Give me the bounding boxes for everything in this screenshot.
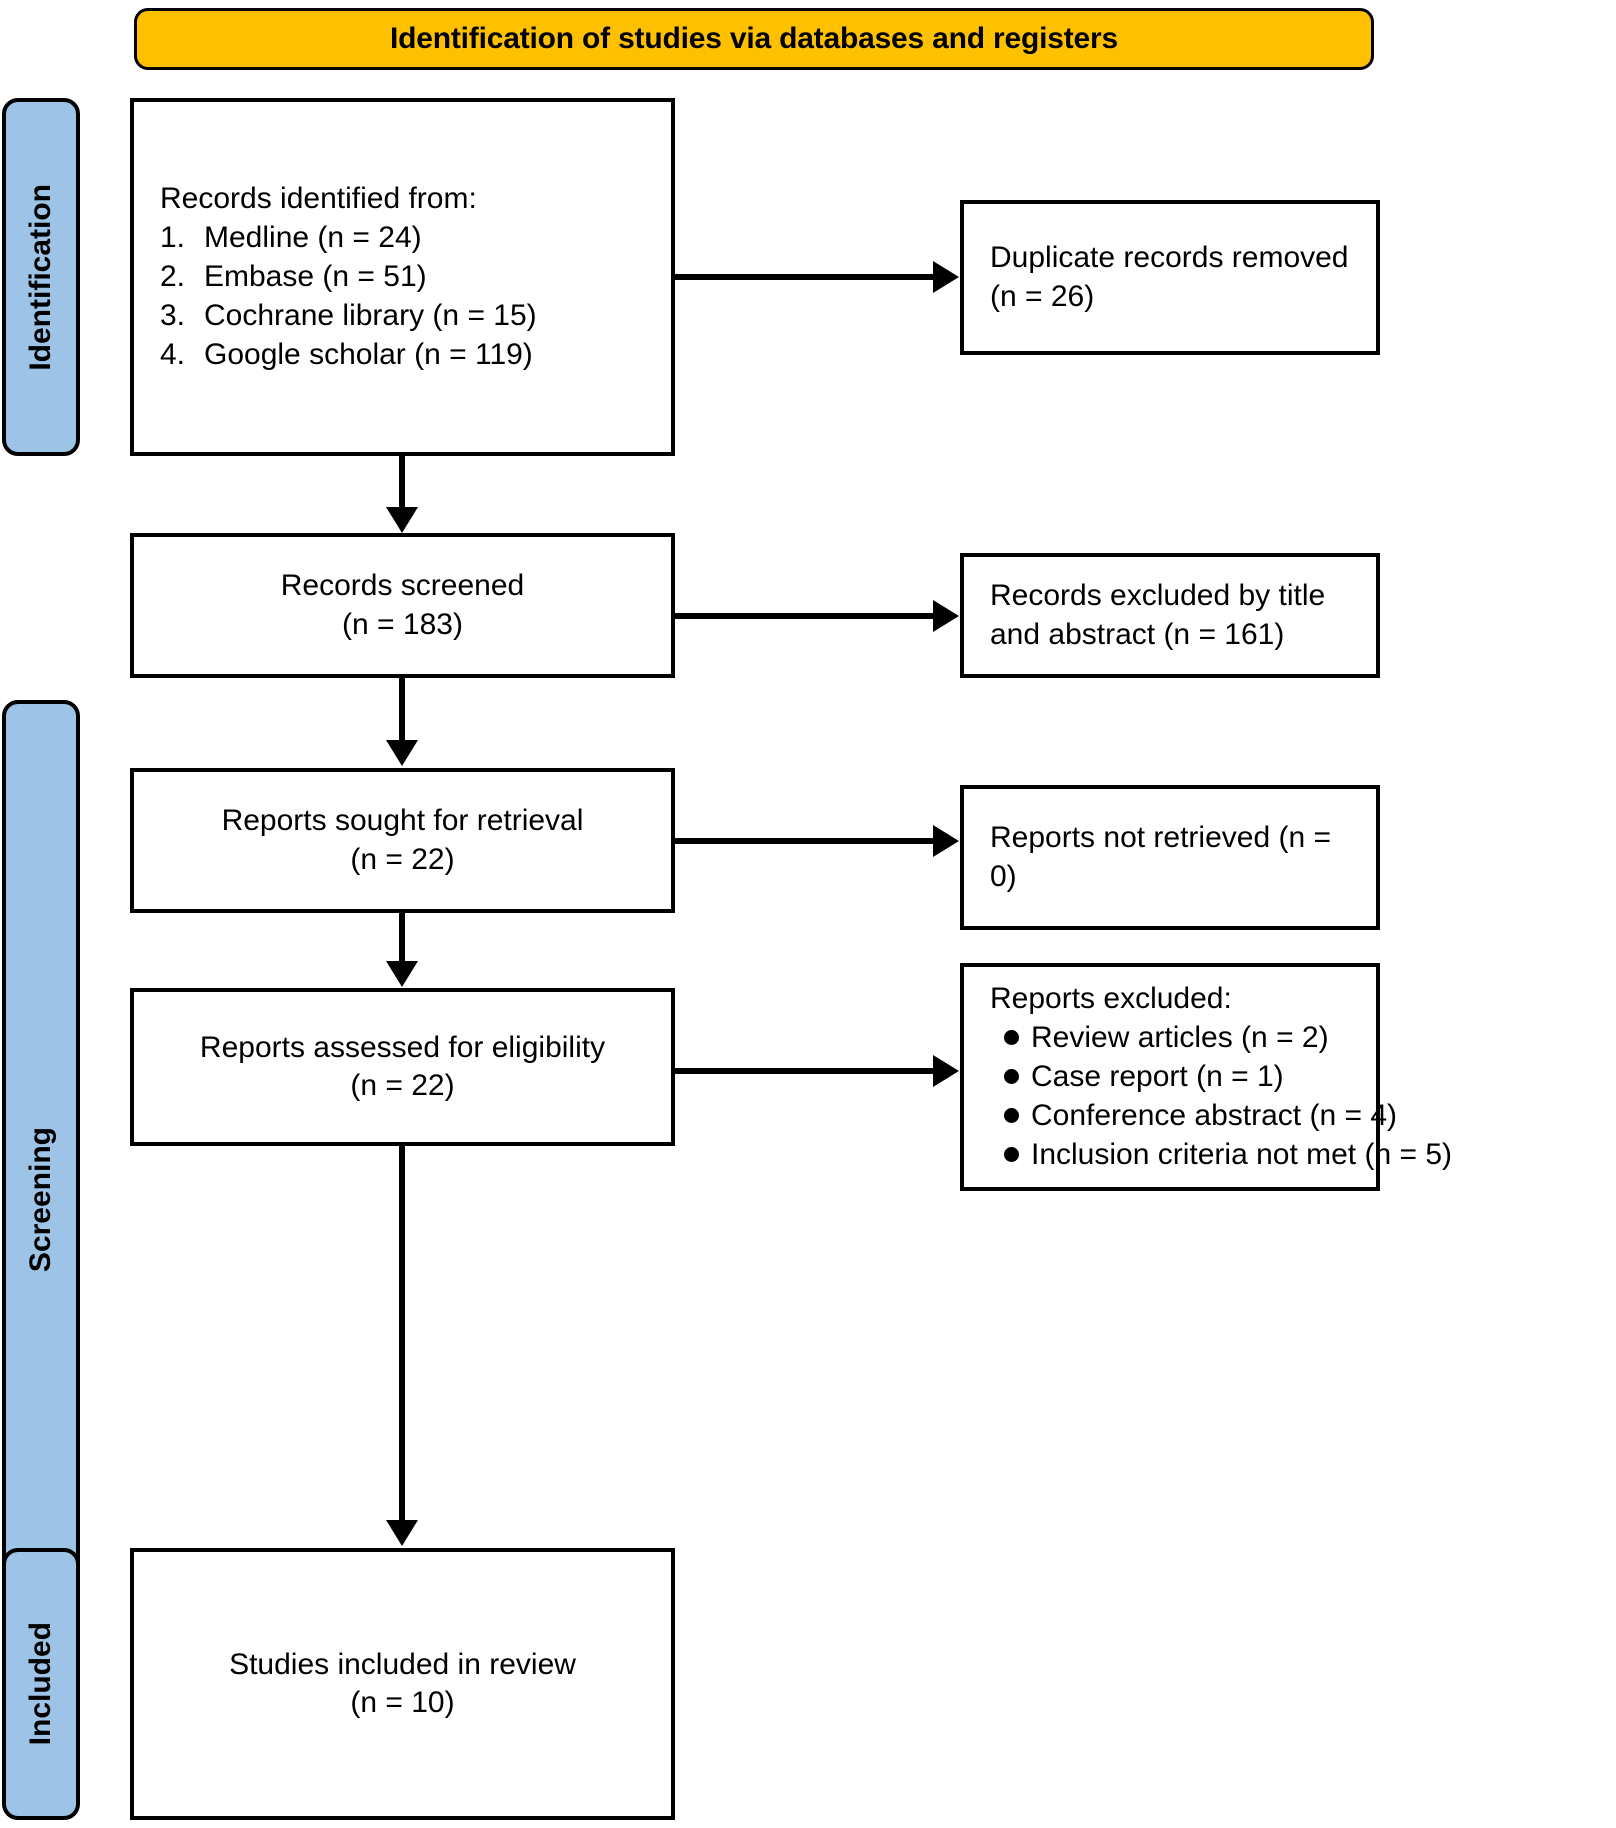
exclusion-reason-item: Conference abstract (n = 4) <box>990 1096 1397 1135</box>
exclusion-reason-item: Case report (n = 1) <box>990 1057 1350 1096</box>
arrowhead-assessed-to-included <box>386 1520 418 1546</box>
stage-label-screening: Screening <box>2 700 80 1700</box>
arrowhead-identified-to-duplicates <box>933 261 959 293</box>
records-identified-heading: Records identified from: <box>160 181 477 215</box>
connector-assessed-to-reports-excluded <box>675 1068 933 1074</box>
box-records-screened: Records screened (n = 183) <box>130 533 675 678</box>
arrowhead-screened-to-sought <box>386 740 418 766</box>
connector-screened-to-excluded <box>675 613 933 619</box>
reports-sought-count: (n = 22) <box>350 842 455 876</box>
connector-identified-to-duplicates <box>675 274 933 280</box>
diagram-title: Identification of studies via databases … <box>390 22 1118 55</box>
diagram-title-banner: Identification of studies via databases … <box>134 8 1374 70</box>
source-item: 4. Google scholar (n = 119) <box>160 335 645 374</box>
arrowhead-assessed-to-reports-excluded <box>933 1055 959 1087</box>
exclusion-reason-label: Review articles (n = 2) <box>1031 1021 1329 1055</box>
exclusion-reason-label: Inclusion criteria not met (n = 5) <box>1031 1138 1453 1172</box>
duplicate-records-text: Duplicate records removed (n = 26) <box>990 241 1357 313</box>
stage-label-screening-text: Screening <box>24 1127 57 1273</box>
exclusion-reason-item: Inclusion criteria not met (n = 5) <box>990 1135 1452 1174</box>
source-label: Cochrane library (n = 15) <box>204 299 537 333</box>
source-item: 3. Cochrane library (n = 15) <box>160 296 645 335</box>
source-item: 1. Medline (n = 24) <box>160 218 645 257</box>
source-label: Google scholar (n = 119) <box>204 338 533 372</box>
source-label: Medline (n = 24) <box>204 221 422 255</box>
stage-label-identification-text: Identification <box>24 183 57 371</box>
studies-included-count: (n = 10) <box>350 1686 455 1719</box>
source-number: 2. <box>160 260 186 294</box>
bullet-icon <box>1004 1108 1019 1124</box>
bullet-icon <box>1004 1030 1019 1046</box>
box-reports-not-retrieved: Reports not retrieved (n = 0) <box>960 785 1380 930</box>
arrowhead-sought-to-assessed <box>386 961 418 987</box>
source-label: Embase (n = 51) <box>204 260 427 294</box>
bullet-icon <box>1004 1147 1019 1163</box>
box-records-excluded-title-abstract: Records excluded by title and abstract (… <box>960 553 1380 678</box>
exclusion-reason-label: Conference abstract (n = 4) <box>1031 1099 1398 1133</box>
reports-not-retrieved-text: Reports not retrieved (n = 0) <box>990 821 1340 893</box>
stage-label-included: Included <box>2 1548 80 1820</box>
connector-sought-to-assessed <box>399 913 405 963</box>
source-number: 3. <box>160 299 186 333</box>
arrowhead-screened-to-excluded <box>933 600 959 632</box>
records-screened-label: Records screened <box>280 569 525 603</box>
arrowhead-identified-to-screened <box>386 507 418 533</box>
box-reports-assessed-for-eligibility: Reports assessed for eligibility (n = 22… <box>130 988 675 1146</box>
reports-excluded-heading: Reports excluded: <box>990 981 1232 1015</box>
arrowhead-sought-to-not-retrieved <box>933 825 959 857</box>
connector-sought-to-not-retrieved <box>675 838 933 844</box>
stage-label-included-text: Included <box>24 1622 57 1746</box>
box-records-identified: Records identified from: 1. Medline (n =… <box>130 98 675 456</box>
bullet-icon <box>1004 1069 1019 1085</box>
box-reports-excluded: Reports excluded: Review articles (n = 2… <box>960 963 1452 1191</box>
box-duplicate-records-removed: Duplicate records removed (n = 26) <box>960 200 1380 355</box>
source-number: 4. <box>160 338 186 372</box>
exclusion-reason-label: Case report (n = 1) <box>1031 1060 1284 1094</box>
reports-assessed-count: (n = 22) <box>350 1069 455 1102</box>
studies-included-label: Studies included in review <box>229 1647 576 1681</box>
exclusion-reason-item: Review articles (n = 2) <box>990 1018 1350 1057</box>
records-identified-sources: 1. Medline (n = 24) 2. Embase (n = 51) 3… <box>160 218 645 374</box>
box-reports-sought-for-retrieval: Reports sought for retrieval (n = 22) <box>130 768 675 913</box>
records-excluded-text: Records excluded by title and abstract (… <box>990 579 1334 651</box>
source-item: 2. Embase (n = 51) <box>160 257 645 296</box>
connector-identified-to-screened <box>399 456 405 511</box>
connector-assessed-to-included <box>399 1146 405 1522</box>
reports-excluded-reasons: Review articles (n = 2) Case report (n =… <box>990 1018 1452 1174</box>
reports-assessed-label: Reports assessed for eligibility <box>199 1030 606 1064</box>
stage-label-identification: Identification <box>2 98 80 456</box>
reports-sought-label: Reports sought for retrieval <box>221 804 584 838</box>
box-studies-included-in-review: Studies included in review (n = 10) <box>130 1548 675 1820</box>
records-screened-count: (n = 183) <box>342 607 463 641</box>
source-number: 1. <box>160 221 186 255</box>
connector-screened-to-sought <box>399 678 405 742</box>
